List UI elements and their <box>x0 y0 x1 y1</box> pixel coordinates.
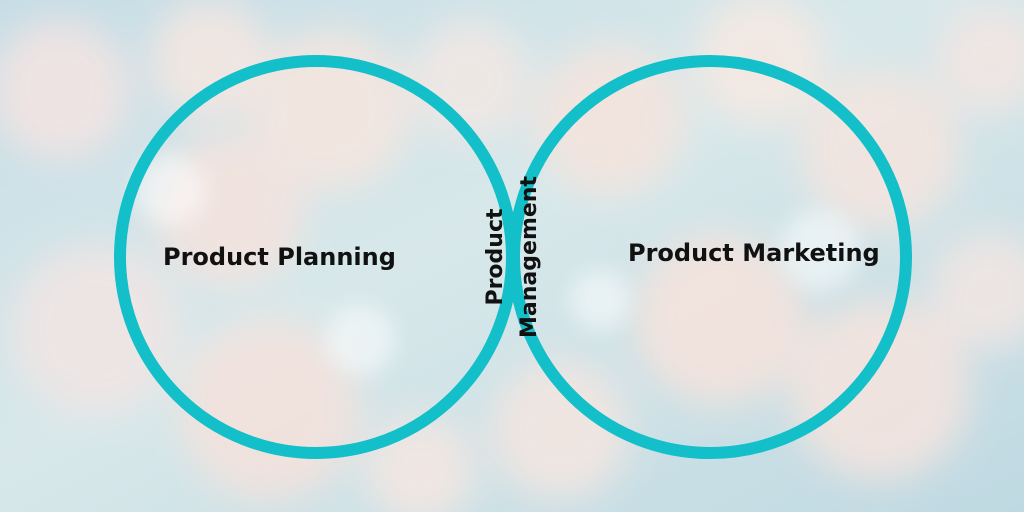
overlap-label-line-2: Management <box>517 176 542 338</box>
right-circle <box>508 55 912 459</box>
right-circle-label: Product Marketing <box>628 239 880 267</box>
left-circle-label: Product Planning <box>163 243 396 271</box>
overlap-label-line-1: Product <box>483 208 508 306</box>
